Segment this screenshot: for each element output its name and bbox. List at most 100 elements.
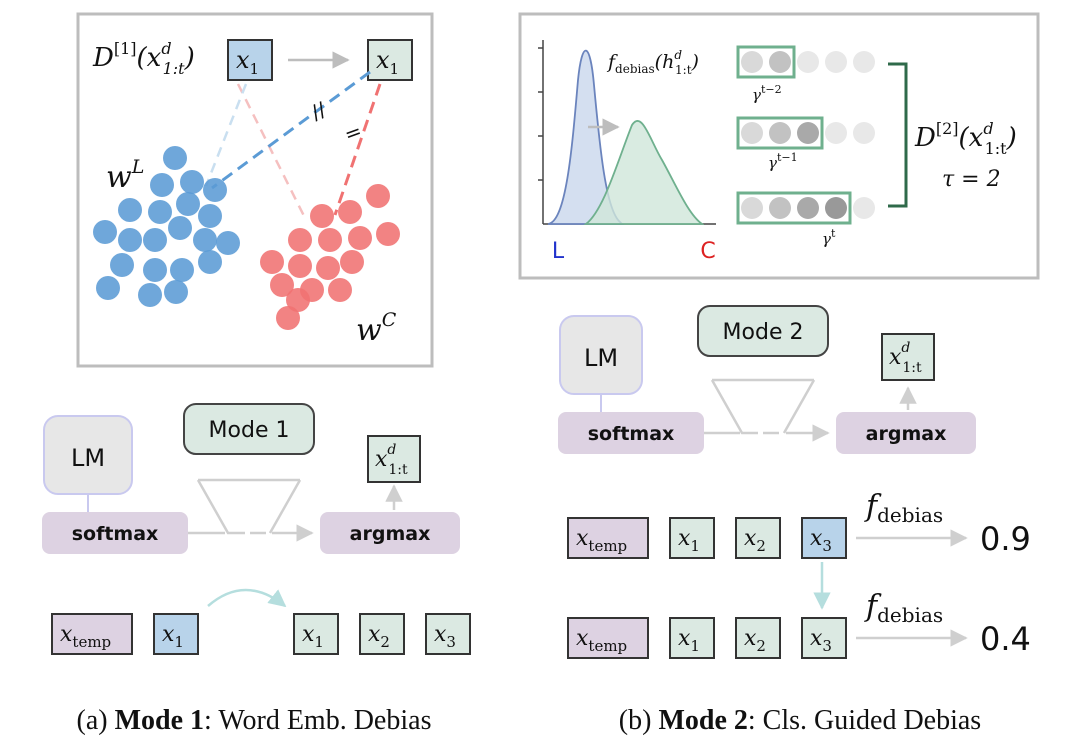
token-box	[735, 517, 781, 559]
embedding-dot	[93, 220, 117, 244]
token-row-a: x1 x2 x3	[293, 613, 471, 655]
embedding-dot	[318, 228, 342, 252]
funnel-left-b	[710, 379, 758, 435]
token-prob-dot	[741, 51, 763, 73]
not-equal-mark-lower: =	[341, 118, 365, 146]
argmax-label-a: argmax	[350, 523, 431, 545]
x1-blue-box	[227, 39, 273, 81]
tau-label: τ = 2	[942, 167, 1001, 192]
token-label: x3	[434, 622, 456, 651]
token-box	[293, 613, 339, 655]
candidate-row-2: xtemp x1 x2 x3 fdebias 0.4	[567, 589, 1031, 659]
temp-label-b1: xtemp	[576, 526, 627, 555]
token-prob-dot	[769, 51, 791, 73]
embedding-dot	[316, 256, 340, 280]
token-prob-dot	[769, 122, 791, 144]
token-label: x3	[810, 626, 832, 655]
token-box-highlighted	[801, 517, 847, 559]
token-label: x2	[744, 526, 766, 555]
embedding-dot	[164, 280, 188, 304]
embedding-dot	[96, 276, 120, 300]
embedding-dot	[366, 184, 390, 208]
axis-label-C: C	[700, 239, 715, 264]
token-box	[425, 613, 471, 655]
token-prob-dot	[853, 122, 875, 144]
embedding-dot	[310, 204, 334, 228]
output-box-a	[367, 435, 421, 483]
softmax-label-a: softmax	[72, 523, 159, 545]
wC-cluster	[260, 184, 400, 330]
argmax-block-b	[836, 412, 976, 454]
axis-label-L: L	[552, 239, 565, 264]
token-box	[801, 617, 847, 659]
token-box	[669, 617, 715, 659]
fdebias-label-1: fdebias	[864, 489, 943, 527]
softmax-block-a	[42, 512, 188, 554]
embedding-dot	[340, 250, 364, 274]
distance-line-green-to-red	[333, 83, 382, 216]
embedding-dot	[193, 228, 217, 252]
gamma-window-box	[736, 191, 852, 225]
x1-green-label: x1	[376, 46, 399, 78]
gamma-window-box	[736, 116, 824, 150]
token-box	[359, 613, 405, 655]
embedding-dot	[203, 178, 227, 202]
wL-cluster	[93, 146, 240, 307]
embedding-dot	[118, 228, 142, 252]
embedding-dot	[110, 253, 134, 277]
gamma-window-rows	[736, 45, 875, 225]
embedding-dot	[168, 216, 192, 240]
embedding-dot	[170, 258, 194, 282]
temp-label-b2: xtemp	[576, 626, 627, 655]
token-prob-dot	[797, 197, 819, 219]
gamma-window-box	[736, 45, 796, 79]
x1-token-blue-a	[153, 613, 199, 655]
lm-label-a: LM	[71, 444, 105, 472]
token-label: x1	[302, 622, 324, 651]
x1-token-blue-label-a: x1	[162, 622, 184, 651]
token-prob-dot	[797, 122, 819, 144]
candidate-row-1: xtemp x1 x2 x3 fdebias 0.9	[567, 489, 1031, 559]
gamma-label: γt−2	[752, 83, 782, 104]
embedding-dot	[163, 146, 187, 170]
embedding-dot	[176, 192, 200, 216]
embedding-dot	[180, 170, 204, 194]
softmax-block-b	[558, 412, 704, 454]
embedding-dot	[198, 250, 222, 274]
embedding-dot	[338, 200, 362, 224]
embedding-dot	[288, 228, 312, 252]
window-bracket	[888, 62, 908, 208]
token-prob-dot	[825, 51, 847, 73]
embedding-dot	[198, 204, 222, 228]
embedding-dot	[216, 231, 240, 255]
mode-1-label: Mode 1	[209, 418, 290, 443]
output-box-b	[881, 333, 935, 381]
token-label: x1	[678, 626, 700, 655]
argmax-block-a	[320, 512, 460, 554]
gamma-label: γt−1	[768, 151, 798, 172]
mode-2-badge	[697, 305, 829, 357]
token-prob-dot	[825, 122, 847, 144]
caption-a: (a) Mode 1: Word Emb. Debias	[77, 705, 432, 736]
argmax-label-b: argmax	[866, 423, 947, 445]
score-value-1: 0.9	[980, 520, 1031, 558]
token-prob-dot	[769, 197, 791, 219]
token-prob-dot	[741, 122, 763, 144]
token-box	[669, 517, 715, 559]
distance-line-blue-to-red	[236, 83, 307, 219]
embedding-dot	[143, 228, 167, 252]
token-prob-dot	[853, 51, 875, 73]
embedding-dot	[288, 254, 312, 278]
temp-token-b2	[567, 617, 649, 659]
token-prob-dot	[797, 51, 819, 73]
temp-label-a: xtemp	[60, 622, 111, 651]
token-label: x3	[810, 526, 832, 555]
